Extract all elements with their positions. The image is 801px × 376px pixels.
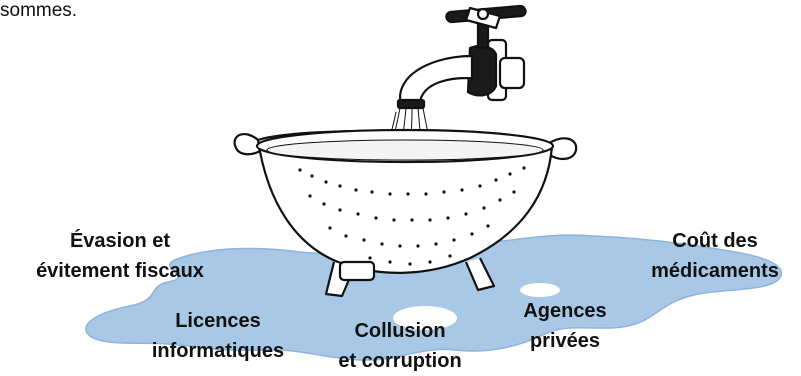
colander-icon (233, 128, 578, 298)
faucet-icon (396, 4, 527, 110)
label-collusion-line2: et corruption (338, 350, 462, 372)
label-drug-costs: Coût des médicaments (640, 226, 790, 286)
label-tax-evasion: Évasion et évitement fiscaux (20, 226, 220, 286)
label-software-licences-line2: informatiques (151, 340, 285, 362)
label-software-licences-line1: Licences (175, 310, 261, 332)
label-private-agencies: Agences privées (500, 296, 630, 356)
label-collusion: Collusion et corruption (320, 316, 480, 376)
puddle-dry-spot (520, 283, 560, 297)
label-drug-costs-line2: médicaments (651, 260, 779, 282)
label-private-agencies-line1: Agences (523, 300, 607, 322)
label-software-licences: Licences informatiques (138, 306, 298, 366)
puddle-dry-spot (393, 306, 457, 330)
label-private-agencies-line2: privées (529, 330, 601, 352)
label-collusion-line1: Collusion (354, 320, 446, 342)
label-drug-costs-line1: Coût des (672, 230, 758, 252)
label-tax-evasion-line1: Évasion et (69, 230, 171, 252)
label-tax-evasion-line2: évitement fiscaux (36, 260, 204, 282)
intro-text-fragment: sommes. (0, 0, 78, 21)
colander-perforations (298, 166, 526, 266)
